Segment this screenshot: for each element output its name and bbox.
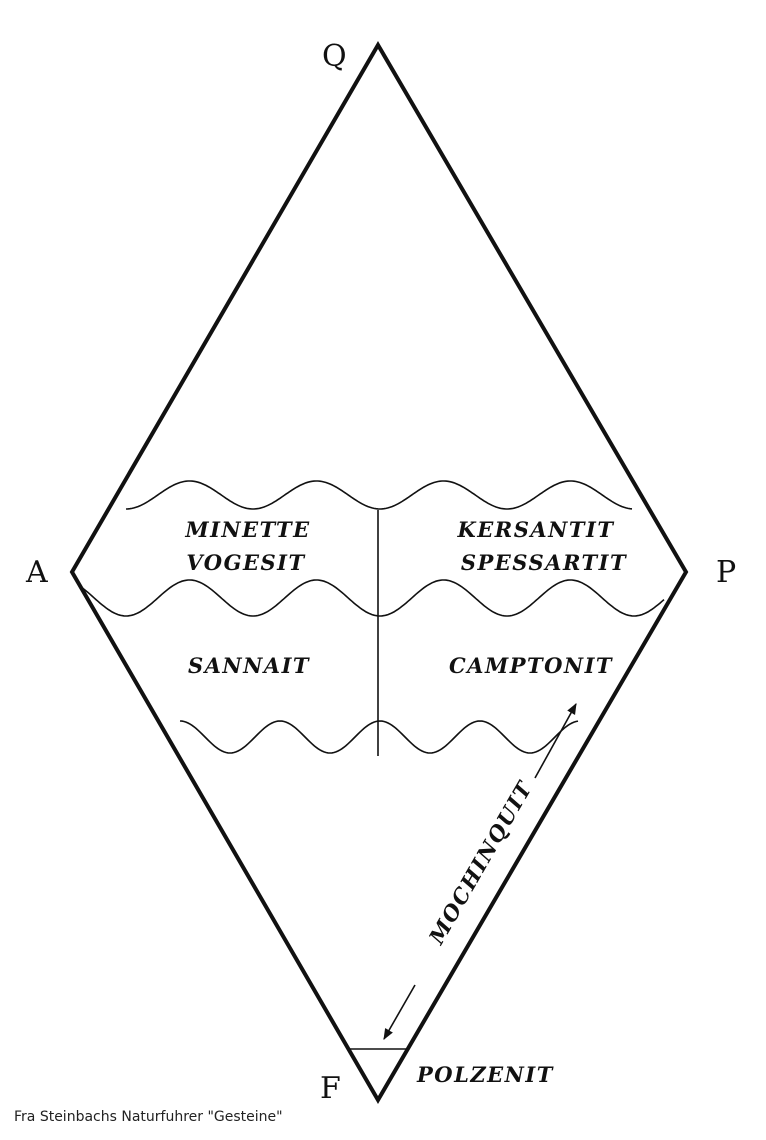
wavy-boundary-middle xyxy=(79,579,665,617)
wavy-boundary-upper xyxy=(125,480,633,510)
vertex-label-f: F xyxy=(320,1071,341,1106)
vertex-label-a: A xyxy=(25,555,48,590)
field-label-kersantit: KERSANTIT xyxy=(457,517,615,542)
arrow-up xyxy=(534,703,577,779)
field-label-vogesit: VOGESIT xyxy=(186,550,305,575)
field-label-sannait: SANNAIT xyxy=(188,653,310,678)
vertex-label-q: Q xyxy=(322,39,347,74)
wavy-boundary-lower xyxy=(179,720,579,754)
vertex-label-p: P xyxy=(716,555,736,590)
arrow-down xyxy=(383,984,416,1040)
field-label-spessartit: SPESSARTIT xyxy=(461,550,627,575)
field-label-camptonit: CAMPTONIT xyxy=(449,653,613,678)
field-label-polzenit: POLZENIT xyxy=(416,1062,554,1087)
field-label-minette: MINETTE xyxy=(184,517,310,542)
source-caption: Fra Steinbachs Naturfuhrer "Gesteine" xyxy=(14,1109,283,1125)
diamond-outline xyxy=(69,41,689,1104)
